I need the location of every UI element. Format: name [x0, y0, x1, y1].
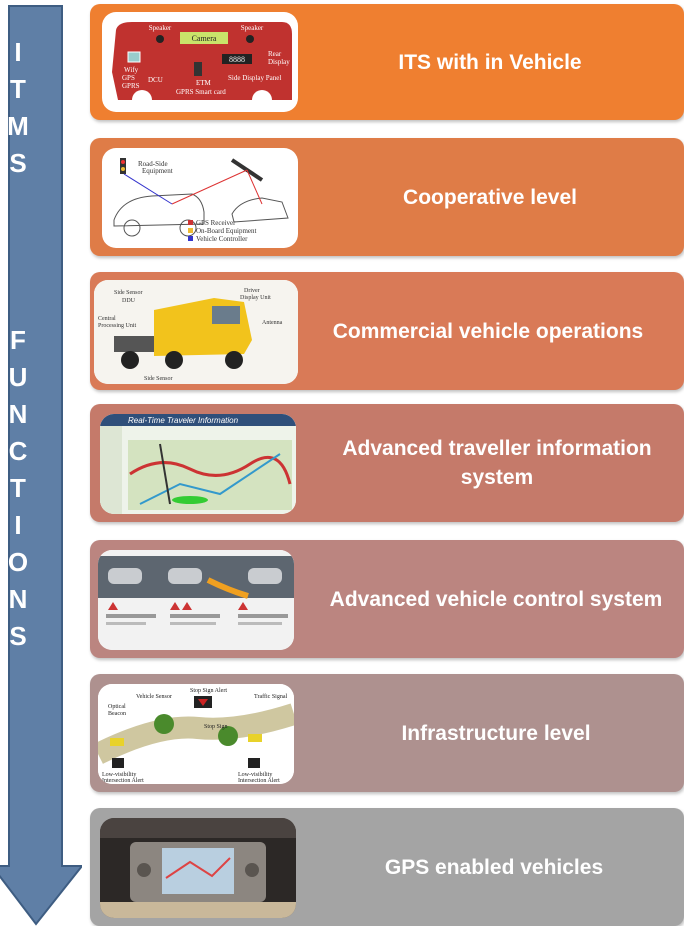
truck-text: Processing Unit [98, 323, 136, 329]
smartcard-text: GPRS Smart card [176, 88, 226, 96]
truck-diagram-image: Side Sensor DDU Central Processing Unit … [94, 280, 298, 384]
infra-text: Stop Sign [204, 724, 228, 730]
truck-text: Driver [244, 288, 260, 294]
etm-text: ETM [196, 79, 212, 87]
wify-text: Wify [124, 66, 139, 74]
side-panel-text: Side Display Panel [228, 74, 281, 82]
bus-diagram-image: Camera Speaker Speaker 8888 Rear Display… [102, 12, 298, 112]
legend-text: On-Board Equipment [196, 227, 257, 235]
infrastructure-diagram-image: Stop Sign Alert Vehicle Sensor Traffic S… [98, 684, 294, 784]
truck-text: Display Unit [240, 295, 271, 301]
function-label: ITS with in Vehicle [398, 50, 582, 74]
infra-text: Traffic Signal [254, 693, 288, 700]
arrow-letter: U [8, 362, 28, 392]
digits-text: 8888 [229, 55, 245, 64]
function-band-cooperative: Road-Side Equipment GPS Receiver On-Boar… [90, 138, 684, 256]
truck-text: Antenna [262, 320, 283, 326]
camera-text: Camera [192, 34, 217, 43]
legend-text: Vehicle Controller [196, 235, 248, 243]
infra-text: Stop Sign Alert [190, 688, 227, 694]
function-label: GPS enabled vehicles [384, 855, 604, 879]
infra-text: Vehicle Sensor [136, 694, 172, 700]
cooperative-diagram-image: Road-Side Equipment GPS Receiver On-Boar… [102, 148, 298, 248]
vehicle-control-image [98, 550, 294, 650]
truck-text: Side Sensor [144, 376, 173, 382]
legend-text: GPS Receiver [196, 219, 236, 227]
function-label: Advanced vehicle control system [329, 587, 663, 611]
arrow-letter: N [8, 584, 28, 614]
arrow-letter: I [14, 510, 22, 540]
functions-arrow [0, 5, 82, 926]
arrow-shape [0, 5, 82, 926]
rear-text: Rear [268, 50, 282, 58]
function-band-gps-vehicles: GPS enabled vehicles [90, 808, 684, 926]
speaker-text: Speaker [241, 24, 264, 32]
arrow-letter: N [8, 399, 28, 429]
function-band-its-in-vehicle: Camera Speaker Speaker 8888 Rear Display… [90, 4, 684, 120]
arrow-letter: S [9, 148, 27, 178]
dcu-text: DCU [148, 76, 163, 84]
infra-text: Low-visibility [102, 772, 136, 778]
speaker-text: Speaker [149, 24, 172, 32]
infra-text: Optical [108, 704, 126, 710]
function-label: Cooperative level [403, 185, 577, 209]
rse-text: Equipment [142, 167, 173, 175]
arrow-label-functions: F U N C T I O N S [0, 322, 36, 655]
function-label: Advanced traveller information system [342, 437, 652, 489]
truck-text: Central [98, 316, 116, 322]
function-band-traveller-info: Real-Time Traveler Information Advanced … [90, 404, 684, 522]
gprs-text: GPRS [122, 82, 140, 90]
gps-text: GPS [122, 74, 135, 82]
arrow-letter: S [9, 621, 27, 651]
arrow-letter: O [7, 547, 29, 577]
function-band-commercial: Side Sensor DDU Central Processing Unit … [90, 272, 684, 390]
infra-text: Beacon [108, 711, 126, 717]
infra-text: Low-visibility [238, 772, 272, 778]
arrow-letter: M [7, 111, 29, 141]
map-title-text: Real-Time Traveler Information [128, 416, 239, 425]
function-label: Infrastructure level [401, 721, 591, 745]
arrow-letter: C [8, 436, 28, 466]
function-band-vehicle-control: Advanced vehicle control system [90, 540, 684, 658]
arrow-letter: F [10, 325, 26, 355]
infra-text: Intersection Alert [102, 778, 144, 784]
arrow-label-itms: I T M S [0, 34, 36, 182]
function-label: Commercial vehicle operations [332, 319, 644, 343]
traveller-map-image: Real-Time Traveler Information [100, 414, 296, 514]
arrow-letter: T [10, 74, 26, 104]
truck-text: Side Sensor [114, 290, 143, 296]
truck-text: DDU [122, 298, 136, 304]
arrow-letter: T [10, 473, 26, 503]
rse-text: Road-Side [138, 160, 168, 168]
function-band-infrastructure: Stop Sign Alert Vehicle Sensor Traffic S… [90, 674, 684, 792]
gps-dashboard-image [100, 818, 296, 918]
infra-text: Intersection Alert [238, 778, 280, 784]
arrow-letter: I [14, 37, 22, 67]
display-text: Display [268, 58, 290, 66]
